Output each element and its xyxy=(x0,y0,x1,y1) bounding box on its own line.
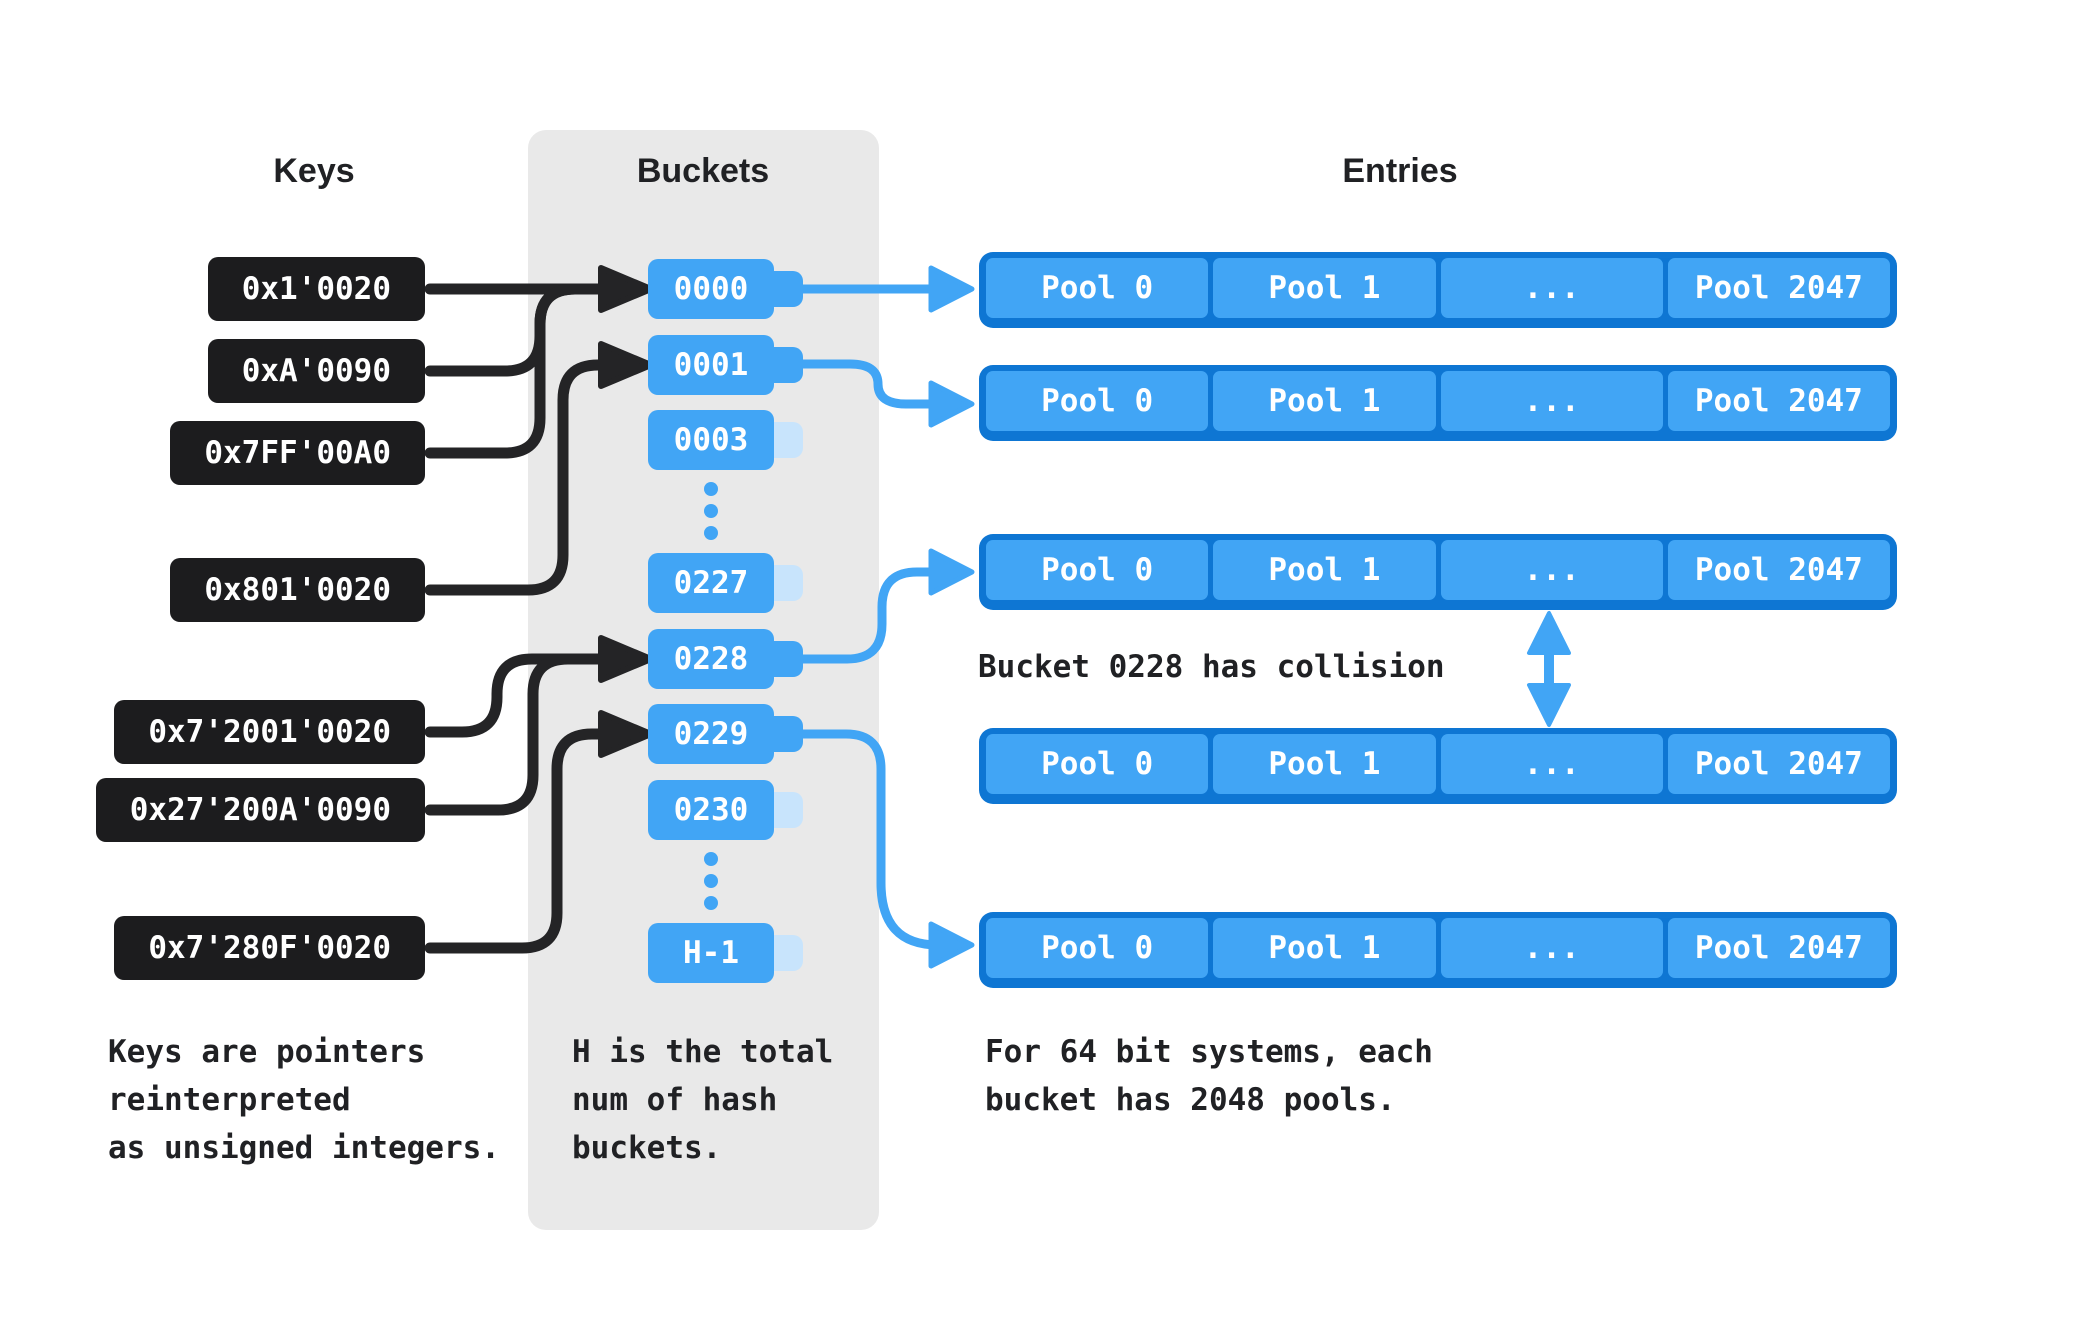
pool-cell: Pool 2047 xyxy=(1667,734,1890,794)
entries-note: For 64 bit systems, each bucket has 2048… xyxy=(985,1028,1433,1124)
collision-note: Bucket 0228 has collision xyxy=(978,649,1445,685)
buckets-note: H is the total num of hash buckets. xyxy=(572,1028,833,1172)
key-box-0x7'2001'0020: 0x7'2001'0020 xyxy=(114,700,425,764)
arrowhead-row2 xyxy=(928,380,975,428)
pool-cell: Pool 2047 xyxy=(1667,918,1890,978)
bucket-box-H-1: H-1 xyxy=(648,923,774,983)
bucket-box-0000: 0000 xyxy=(648,259,774,319)
bucket-box-0228: 0228 xyxy=(648,629,774,689)
bucket-tab-0227 xyxy=(774,565,803,601)
bucket-box-0001: 0001 xyxy=(648,335,774,395)
keys-note-line: as unsigned integers. xyxy=(108,1130,500,1166)
pool-cell: Pool 1 xyxy=(1213,540,1436,600)
bucket-tab-0000 xyxy=(774,271,803,307)
bucket-tab-0003 xyxy=(774,422,803,458)
keys-note-line: reinterpreted xyxy=(108,1082,351,1118)
buckets-note-line: num of hash xyxy=(572,1082,778,1118)
pool-cell: Pool 1 xyxy=(1213,258,1436,318)
keys-note-line: Keys are pointers xyxy=(108,1034,426,1070)
keys-header: Keys xyxy=(273,152,355,190)
ellipsis-dot xyxy=(704,504,718,518)
arrowhead-row1 xyxy=(928,265,975,313)
buckets-note-line: buckets. xyxy=(572,1130,722,1166)
buckets-header: Buckets xyxy=(636,152,770,190)
pool-cell: Pool 0 xyxy=(986,540,1209,600)
pool-cell: Pool 2047 xyxy=(1667,540,1890,600)
collision-double-arrow xyxy=(1527,611,1571,727)
buckets-note-line: H is the total xyxy=(572,1034,834,1070)
ellipsis-dot xyxy=(704,526,718,540)
bucket-tab-0230 xyxy=(774,792,803,828)
pool-cell: Pool 0 xyxy=(986,258,1209,318)
bucket-tab-0229 xyxy=(774,716,803,752)
entries-header: Entries xyxy=(1342,152,1458,190)
ellipsis-dot xyxy=(704,482,718,496)
key-box-0xA'0090: 0xA'0090 xyxy=(207,339,425,403)
ellipsis-dot xyxy=(704,874,718,888)
bucket-tab-H-1 xyxy=(774,935,803,971)
key-box-0x27'200A'0090: 0x27'200A'0090 xyxy=(95,778,425,842)
pool-cell: Pool 1 xyxy=(1213,734,1436,794)
keys-note: Keys are pointers reinterpreted as unsig… xyxy=(108,1028,500,1172)
pool-cell: Pool 0 xyxy=(986,918,1209,978)
pool-cell: Pool 0 xyxy=(986,371,1209,431)
pool-cell: ... xyxy=(1440,918,1663,978)
bucket-box-0003: 0003 xyxy=(648,410,774,470)
ellipsis-dot xyxy=(704,852,718,866)
pool-cell: Pool 1 xyxy=(1213,371,1436,431)
pool-cell: ... xyxy=(1440,371,1663,431)
key-box-0x7'280F'0020: 0x7'280F'0020 xyxy=(114,916,425,980)
bucket-tab-0001 xyxy=(774,347,803,383)
bucket-box-0229: 0229 xyxy=(648,704,774,764)
bucket-box-0230: 0230 xyxy=(648,780,774,840)
entries-note-line: bucket has 2048 pools. xyxy=(985,1082,1396,1118)
key-box-0x7FF'00A0: 0x7FF'00A0 xyxy=(170,421,425,485)
entries-note-line: For 64 bit systems, each xyxy=(985,1034,1433,1070)
pool-cell: Pool 2047 xyxy=(1667,371,1890,431)
pool-cell: Pool 1 xyxy=(1213,918,1436,978)
arrowhead-row3 xyxy=(928,548,975,596)
pool-cell: Pool 0 xyxy=(986,734,1209,794)
key-box-0x1'0020: 0x1'0020 xyxy=(207,257,425,321)
key-box-0x801'0020: 0x801'0020 xyxy=(170,558,425,622)
ellipsis-dot xyxy=(704,896,718,910)
pool-cell: ... xyxy=(1440,258,1663,318)
arrowhead-row5 xyxy=(928,921,975,969)
pool-cell: ... xyxy=(1440,734,1663,794)
bucket-box-0227: 0227 xyxy=(648,553,774,613)
pool-cell: Pool 2047 xyxy=(1667,258,1890,318)
pool-cell: ... xyxy=(1440,540,1663,600)
bucket-tab-0228 xyxy=(774,641,803,677)
